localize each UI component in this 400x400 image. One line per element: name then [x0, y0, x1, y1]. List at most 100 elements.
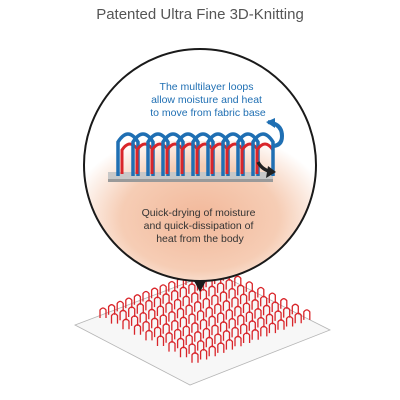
- fabric-loop: [251, 329, 259, 340]
- magnified-circle: The multilayer loops allow moisture and …: [83, 48, 317, 282]
- fabric-loop: [228, 287, 236, 299]
- fabric-mat: [74, 264, 331, 386]
- fabric-loop: [277, 319, 285, 330]
- fabric-loop: [176, 307, 185, 319]
- fabric-loop: [145, 299, 153, 311]
- fabric-loop: [245, 281, 253, 292]
- fabric-loop: [208, 315, 216, 327]
- fabric-loop: [168, 310, 176, 322]
- fabric-loop: [248, 290, 256, 301]
- fabric-loop: [216, 282, 225, 293]
- fabric-loop: [260, 295, 268, 307]
- outer-loop: [236, 132, 260, 176]
- fabric-loop: [182, 295, 190, 307]
- fabric-loop: [199, 318, 208, 330]
- fabric-loop: [257, 316, 265, 328]
- fabric-loop: [148, 308, 156, 320]
- fabric-loop: [133, 324, 142, 335]
- page-title: Patented Ultra Fine 3D-Knitting: [96, 6, 304, 23]
- fabric-loop: [225, 308, 233, 320]
- fabric-loop: [205, 306, 213, 318]
- fabric-loop: [214, 333, 222, 344]
- fabric-loop: [194, 331, 202, 342]
- fabric-loop: [222, 330, 231, 341]
- fabric-loop: [159, 314, 167, 325]
- fabric-loop: [191, 322, 199, 333]
- fabric-loop: [196, 309, 205, 321]
- fabric-loop: [168, 280, 176, 292]
- outer-loop: [206, 132, 230, 176]
- fabric-loop: [168, 340, 176, 352]
- fabric-loop: [268, 322, 277, 334]
- fabric-loop: [139, 311, 147, 323]
- fabric-loop: [262, 304, 271, 316]
- fabric-loop: [116, 300, 124, 312]
- outer-loop: [131, 132, 155, 176]
- fabric-loop: [151, 317, 159, 329]
- fabric-loop: [240, 323, 248, 335]
- fabric-loop: [303, 309, 311, 320]
- fabric-loop: [219, 291, 228, 302]
- outer-loop: [116, 132, 140, 176]
- fabric-loop: [225, 278, 233, 290]
- fabric-loop: [202, 297, 210, 309]
- fabric-loop: [185, 334, 193, 345]
- fabric-loop: [188, 343, 196, 354]
- fabric-loop: [283, 306, 291, 318]
- fabric-loop: [242, 332, 251, 343]
- fabric-loop: [188, 283, 196, 294]
- fabric-loop: [274, 310, 282, 321]
- fabric-loop: [251, 299, 259, 310]
- fabric-loop: [179, 286, 187, 298]
- fabric-loop: [142, 290, 150, 302]
- fabric-loop: [174, 328, 182, 340]
- fabric-loop: [99, 307, 107, 318]
- fabric-loop: [199, 348, 208, 360]
- fabric-loop: [291, 303, 299, 315]
- fabric-loop: [257, 286, 265, 298]
- fabric-loop: [285, 315, 294, 327]
- fabric-loop: [237, 284, 245, 296]
- fabric-loop: [245, 311, 254, 322]
- fabric-loop: [231, 296, 239, 308]
- fabric-loop: [225, 338, 234, 350]
- fabric-loop: [208, 285, 216, 297]
- fabric-loop: [179, 346, 188, 358]
- fabric-loop: [159, 284, 167, 295]
- fabric-loop: [133, 294, 142, 305]
- callout-top-text: The multilayer loops allow moisture and …: [150, 81, 266, 119]
- callout-bottom-text: Quick-drying of moisture and quick-dissi…: [142, 207, 259, 245]
- fabric-loop: [156, 305, 165, 316]
- fabric-loop: [188, 313, 196, 324]
- fabric-loop: [265, 313, 274, 325]
- multilayer-loops: [116, 132, 275, 176]
- fabric-loop: [176, 337, 185, 349]
- fabric-loop: [173, 298, 182, 310]
- fabric-loop: [171, 289, 179, 301]
- fabric-loop: [248, 320, 256, 331]
- fabric-loop: [128, 306, 136, 317]
- fabric-loop: [234, 275, 242, 287]
- fabric-loop: [239, 293, 248, 305]
- fabric-loop: [211, 324, 219, 336]
- fabric-loop: [125, 297, 133, 309]
- fabric-loop: [194, 301, 202, 312]
- fabric-loop: [217, 342, 225, 353]
- fabric-loop: [228, 317, 236, 329]
- fabric-loop: [214, 303, 222, 314]
- fabric-loop: [165, 302, 173, 313]
- outer-loop: [191, 132, 215, 176]
- outer-loop: [176, 132, 200, 176]
- fabric-loop: [182, 325, 190, 337]
- fabric-loop: [222, 300, 231, 311]
- fabric-loop: [119, 309, 127, 321]
- fabric-loop: [219, 321, 228, 332]
- fabric-loop: [208, 345, 216, 357]
- fabric-loop: [191, 352, 199, 363]
- fabric-loop: [110, 312, 119, 324]
- fabric-loop: [156, 335, 165, 346]
- fabric-loop: [242, 302, 251, 313]
- fabric-loop: [122, 318, 130, 330]
- fabric-loop: [179, 316, 188, 328]
- fabric-loop: [234, 305, 242, 317]
